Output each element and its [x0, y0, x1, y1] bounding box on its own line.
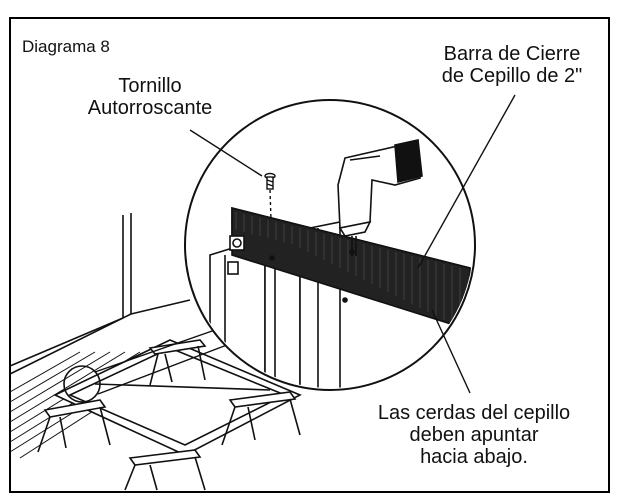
bristles-note-line-3: hacia abajo.: [420, 446, 528, 468]
leader-bar: [417, 94, 516, 269]
bristles-note-label: Las cerdas del cepillo deben apuntar hac…: [378, 402, 570, 468]
power-drill: [337, 139, 423, 256]
screw-label-line-2: Autorroscante: [87, 97, 213, 119]
detail-connector-bottom: [97, 339, 241, 395]
sawhorse-assembly: [37, 339, 302, 491]
bristles-note-line-2: deben apuntar: [409, 424, 539, 446]
screw-label: Tornillo Autorroscante: [88, 75, 213, 119]
leader-brush: [431, 309, 471, 394]
diagram-frame: [9, 17, 610, 493]
wall-frame: [9, 213, 191, 375]
brush-bar-label-line-1: Barra de Cierre: [443, 43, 581, 65]
leader-screw: [189, 129, 263, 177]
detail-marker-circle: [63, 365, 101, 403]
diagram-title: Diagrama 8: [22, 37, 110, 56]
brush-bar-label-line-2: de Cepillo de 2": [441, 65, 583, 87]
screw-label-line-1: Tornillo: [118, 75, 182, 97]
bristles-note-line-1: Las cerdas del cepillo: [377, 402, 571, 424]
detail-connector-top: [94, 329, 216, 373]
brush-bar-label: Barra de Cierre de Cepillo de 2": [442, 43, 583, 87]
self-tapping-screw: [264, 172, 276, 221]
